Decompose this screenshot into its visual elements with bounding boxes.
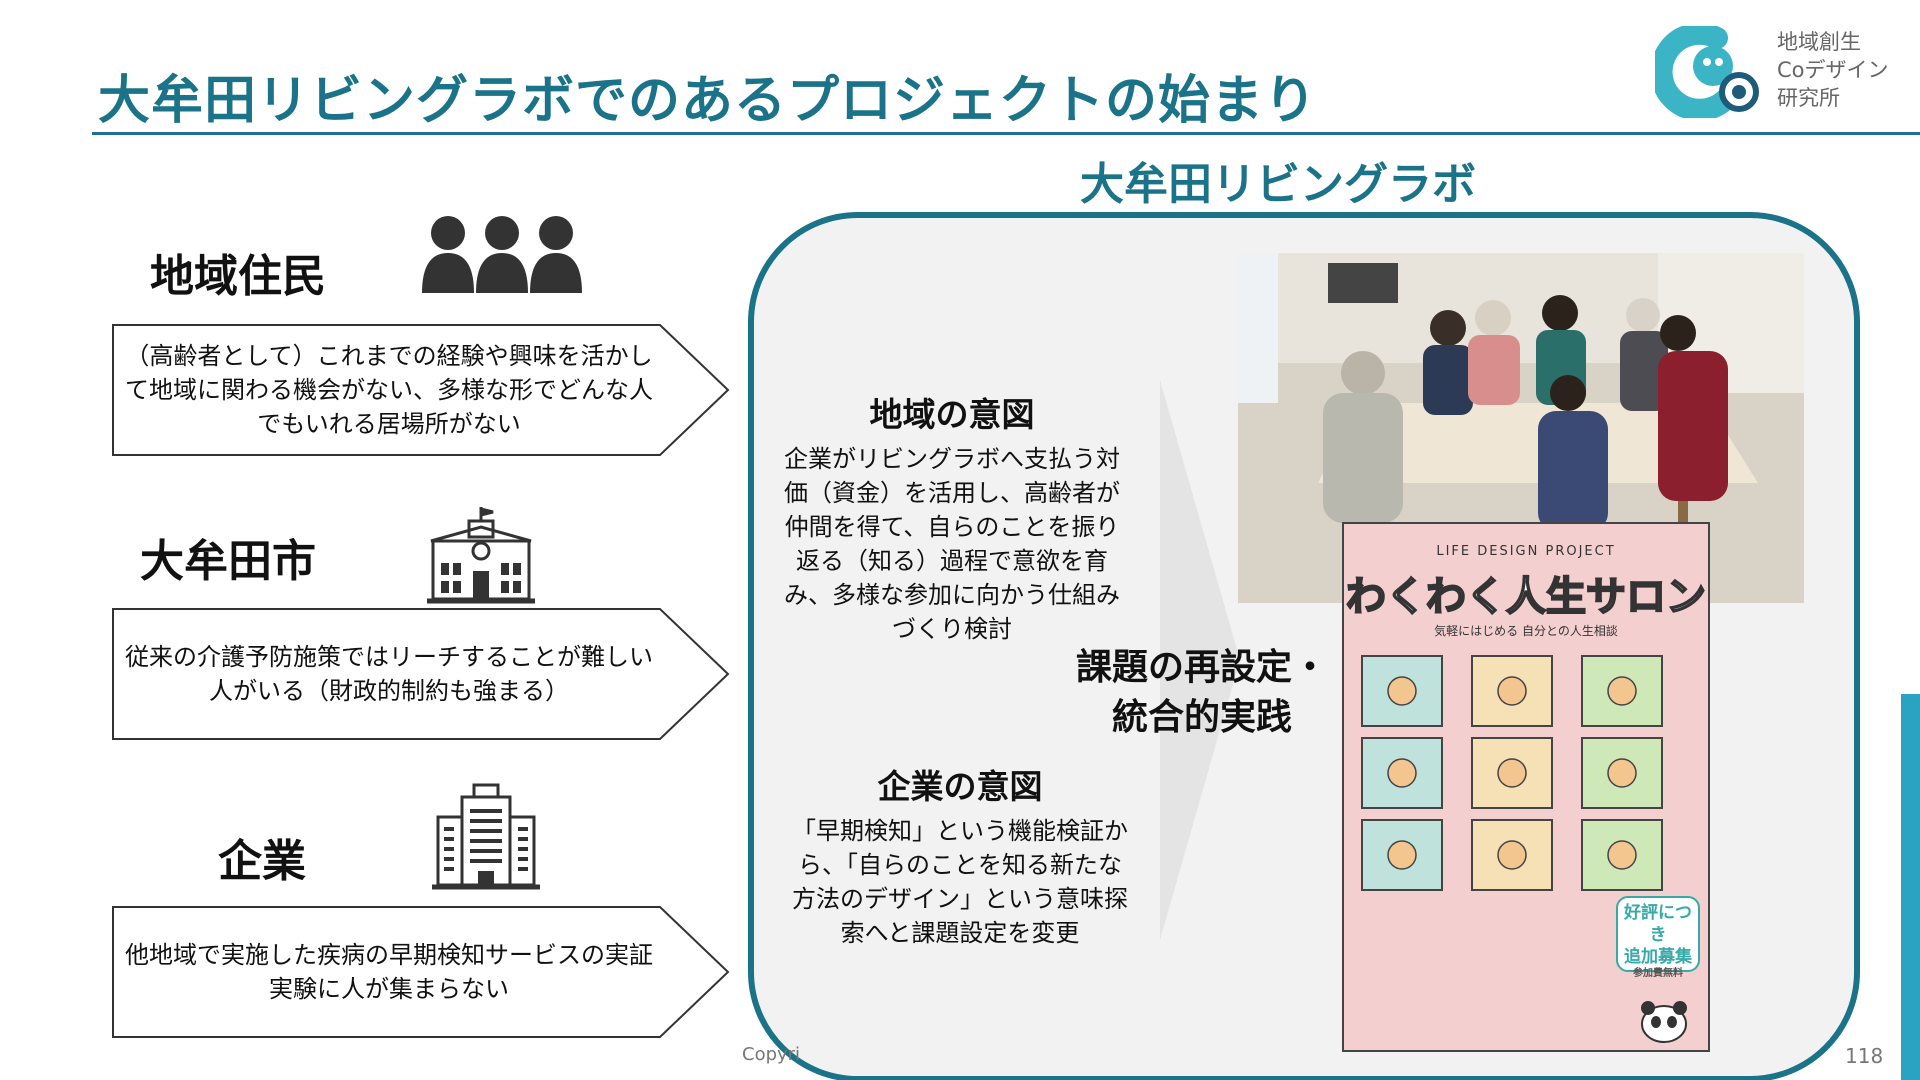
logo-line: 地域創生 — [1777, 30, 1861, 54]
region-intent: 地域の意図 企業がリビングラボへ支払う対価（資金）を活用し、高齢者が仲間を得て、… — [782, 388, 1122, 646]
title-underline — [92, 132, 1920, 135]
poster-badge-note: 参加費無料 — [1633, 968, 1683, 979]
city-issue-text: 従来の介護予防施策ではリーチすることが難しい人がいる（財政的制約も強まる） — [125, 643, 653, 705]
poster-title: わくわく人生サロン — [1345, 573, 1707, 621]
poster-badge-line1: 好評につき — [1624, 903, 1692, 945]
poster-comic-panels — [1361, 655, 1663, 891]
logo: 地域創生 Coデザイン 研究所 — [1655, 22, 1920, 122]
side-accent-bar — [1901, 694, 1920, 1080]
region-intent-text: 企業がリビングラボへ支払う対価（資金）を活用し、高齢者が仲間を得て、自らのことを… — [784, 445, 1120, 643]
company-issue-box: 他地域で実施した疾病の早期検知サービスの実証実験に人が集まらない — [112, 906, 730, 1038]
company-intent: 企業の意図 「早期検知」という機能検証から、「自らのことを知る新たな方法のデザイ… — [790, 760, 1130, 950]
city-issue-box: 従来の介護予防施策ではリーチすることが難しい人がいる（財政的制約も強まる） — [112, 608, 730, 740]
reset-practice-label: 課題の再設定・ 統合的実践 — [1062, 643, 1342, 743]
reset-line-1: 課題の再設定・ — [1075, 647, 1328, 688]
stakeholder-label-company: 企業 — [218, 836, 306, 887]
residents-issue-text: （高齢者として）これまでの経験や興味を活かして地域に関わる機会がない、多様な形で… — [125, 342, 653, 438]
logo-text: 地域創生 Coデザイン 研究所 — [1777, 28, 1889, 112]
region-intent-title: 地域の意図 — [869, 395, 1035, 434]
copyright-text: Copyri — [742, 1044, 801, 1065]
company-intent-title: 企業の意図 — [877, 767, 1043, 806]
city-hall-icon — [427, 507, 535, 604]
office-building-icon — [432, 783, 540, 890]
poster-badge-line2: 追加募集 — [1624, 947, 1692, 967]
stakeholder-label-residents: 地域住民 — [150, 251, 326, 302]
arrow-box-outline — [112, 906, 730, 1038]
logo-line: Coデザイン — [1777, 58, 1889, 82]
reset-line-2: 統合的実践 — [1111, 697, 1292, 738]
salon-poster: LIFE DESIGN PROJECT わくわく人生サロン 気軽にはじめる 自分… — [1342, 522, 1710, 1052]
people-icon — [422, 216, 582, 293]
panda-icon — [1641, 1001, 1687, 1043]
residents-issue-box: （高齢者として）これまでの経験や興味を活かして地域に関わる機会がない、多様な形で… — [112, 324, 730, 456]
stakeholder-label-city: 大牟田市 — [140, 536, 316, 587]
living-lab-title: 大牟田リビングラボ — [1080, 159, 1476, 210]
logo-line: 研究所 — [1777, 86, 1840, 110]
page-title: 大牟田リビングラボでのあるプロジェクトの始まり — [98, 71, 1318, 131]
arrow-box-outline — [112, 324, 730, 456]
poster-subtitle: 気軽にはじめる 自分との人生相談 — [1434, 624, 1618, 638]
poster-header: LIFE DESIGN PROJECT — [1436, 544, 1616, 559]
poster-badge: 好評につき 追加募集 参加費無料 — [1616, 896, 1700, 979]
co-design-lab-logo-icon — [1655, 26, 1759, 118]
company-issue-text: 他地域で実施した疾病の早期検知サービスの実証実験に人が集まらない — [125, 941, 653, 1003]
arrow-box-outline — [112, 608, 730, 740]
chevron-right-icon — [1160, 380, 1240, 940]
page-number: 118 — [1845, 1044, 1884, 1068]
company-intent-text: 「早期検知」という機能検証から、「自らのことを知る新たな方法のデザイン」という意… — [792, 817, 1128, 947]
